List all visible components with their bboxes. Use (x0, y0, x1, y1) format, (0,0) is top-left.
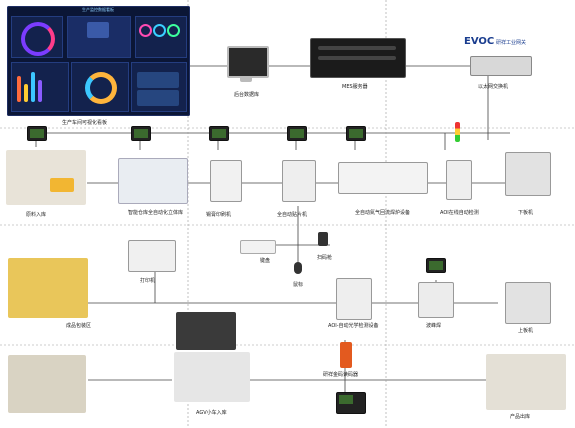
pie-icon (85, 72, 117, 104)
aoi-online-label: AOI在线自动检测 (440, 210, 479, 216)
bar-icon (31, 72, 35, 102)
printer-label: 打印机 (140, 278, 156, 284)
server-bay (318, 56, 396, 60)
monitor-stand (240, 76, 252, 82)
mouse-icon (294, 262, 302, 274)
scanner-gun-icon (318, 232, 328, 246)
packaging-robot-icon (8, 258, 88, 318)
finished-label: 产品出库 (510, 414, 531, 420)
smart-warehouse-icon (118, 158, 188, 204)
agv-area-icon (174, 352, 250, 402)
ring-icon (167, 24, 180, 37)
monitor-widget (87, 22, 109, 38)
production-dashboard-screen: 生产监控数据看板 (7, 6, 190, 116)
loader-label: 上板机 (518, 328, 534, 334)
agv-label: AGV小车入库 (196, 410, 227, 416)
gauge-icon (21, 22, 55, 56)
wave-solder-label: 波峰焊 (426, 323, 442, 329)
signal-light-icon (455, 122, 460, 142)
keyboard-icon (240, 240, 276, 254)
reflow-label: 全自动氮气回流焊炉设备 (355, 210, 411, 216)
backend-computer-icon (227, 46, 269, 78)
forklift-icon (50, 178, 74, 192)
server-bay (318, 46, 396, 50)
brand-slogan: 研祥工业网关 (496, 40, 527, 46)
reflow-oven-icon (338, 162, 428, 194)
tablet-icon (426, 258, 446, 273)
dashboard-caption: 生产车间可视化看板 (62, 120, 108, 126)
video-widget (137, 90, 179, 106)
tablet-icon (287, 126, 307, 141)
bar-icon (24, 84, 28, 102)
ring-icon (153, 24, 166, 37)
switch-label: 以太网交换机 (478, 84, 509, 90)
scanner-label: 扫码枪 (317, 255, 333, 261)
agv-robot-icon (176, 312, 236, 350)
bar-icon (38, 80, 42, 102)
mes-server-label: MES服务器 (342, 84, 368, 90)
stencil-printer-icon (210, 160, 242, 202)
ethernet-switch-icon (470, 56, 532, 76)
loader-icon (505, 282, 551, 324)
raw-material-warehouse-icon (6, 150, 86, 205)
printer-icon (128, 240, 176, 272)
tablet-icon (336, 392, 366, 414)
tablet-icon (27, 126, 47, 141)
raw-storage-label: 原料入库 (26, 212, 47, 218)
conveyor-storage-icon (8, 355, 86, 413)
unloader-label: 下板机 (518, 210, 534, 216)
scan-module-label: 研祥金码读码器 (323, 372, 359, 378)
keyboard-label: 键盘 (260, 258, 271, 264)
unloader-icon (505, 152, 551, 196)
dashboard-title: 生产监控数据看板 (82, 7, 114, 12)
mouse-label: 鼠标 (293, 282, 304, 288)
ring-icon (139, 24, 152, 37)
tablet-icon (131, 126, 151, 141)
video-widget (137, 72, 179, 88)
aoi-optical-icon (336, 278, 372, 320)
smart-storage-label: 智能仓库全自动化立体库 (128, 210, 184, 216)
tablet-icon (209, 126, 229, 141)
barcode-reader-icon (340, 342, 352, 368)
aoi-optical-label: AOI-自动光学检测设备 (328, 323, 379, 329)
stencil-printer-label: 锡膏印刷机 (206, 212, 232, 218)
online-aoi-icon (446, 160, 472, 200)
pick-place-icon (282, 160, 316, 202)
wave-solder-icon (418, 282, 454, 318)
backend-pc-label: 后台数据库 (234, 92, 260, 98)
pick-place-label: 全自动贴片机 (277, 212, 308, 218)
brand-logo: EVOC (464, 36, 495, 47)
dashboard-tile (135, 16, 187, 58)
tablet-icon (346, 126, 366, 141)
semi-area-label: 成品包装区 (66, 323, 92, 329)
bar-icon (17, 76, 21, 102)
finished-warehouse-icon (486, 354, 566, 410)
